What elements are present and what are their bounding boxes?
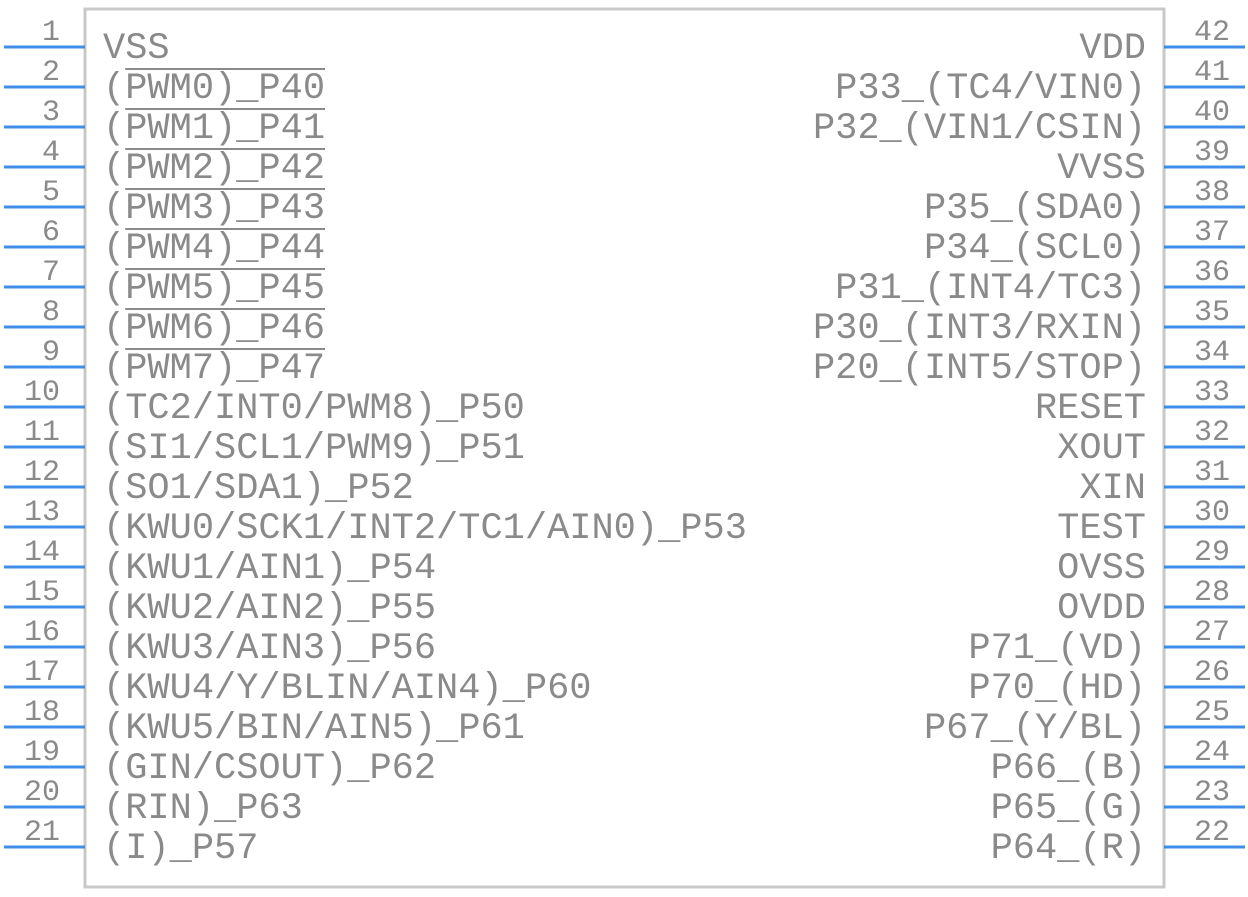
pin-15-number: 15 xyxy=(24,576,60,610)
pin-34-number: 34 xyxy=(1194,336,1230,370)
pin-25-label: P67_(Y/BL) xyxy=(924,708,1146,750)
pin-12-label: (SO1/SDA1)_P52 xyxy=(103,468,414,510)
pin-2-label: (PWM0)_P40 xyxy=(103,68,325,110)
pin-37-number: 37 xyxy=(1194,216,1230,250)
pin-33-number: 33 xyxy=(1194,376,1230,410)
pin-28-label: OVDD xyxy=(1057,588,1146,630)
pin-41-label: P33_(TC4/VIN0) xyxy=(835,68,1146,110)
pin-20-number: 20 xyxy=(24,776,60,810)
pin-11-label: (SI1/SCL1/PWM9)_P51 xyxy=(103,428,525,470)
pin-14-number: 14 xyxy=(24,536,60,570)
pin-18-label: (KWU5/BIN/AIN5)_P61 xyxy=(103,708,525,750)
pin-35-number: 35 xyxy=(1194,296,1230,330)
pin-18-number: 18 xyxy=(24,696,60,730)
pin-1-number: 1 xyxy=(42,16,60,50)
pin-13-label: (KWU0/SCK1/INT2/TC1/AIN0)_P53 xyxy=(103,508,747,550)
pin-29-label: OVSS xyxy=(1057,548,1146,590)
pin-3-label: (PWM1)_P41 xyxy=(103,108,325,150)
pin-2-number: 2 xyxy=(42,56,60,90)
pin-13-number: 13 xyxy=(24,496,60,530)
pin-12-number: 12 xyxy=(24,456,60,490)
pin-21-number: 21 xyxy=(24,816,60,850)
pin-36-label: P31_(INT4/TC3) xyxy=(835,268,1146,310)
pin-39-number: 39 xyxy=(1194,136,1230,170)
pin-30-number: 30 xyxy=(1194,496,1230,530)
pin-42-number: 42 xyxy=(1194,16,1230,50)
pin-24-number: 24 xyxy=(1194,736,1230,770)
pin-35-label: P30_(INT3/RXIN) xyxy=(813,308,1146,350)
pin-6-label: (PWM4)_P44 xyxy=(103,228,325,270)
pin-22-number: 22 xyxy=(1194,816,1230,850)
pin-31-label: XIN xyxy=(1079,468,1146,510)
pin-22-label: P64_(R) xyxy=(991,828,1146,870)
pin-37-label: P34_(SCL0) xyxy=(924,228,1146,270)
pin-26-number: 26 xyxy=(1194,656,1230,690)
pin-19-number: 19 xyxy=(24,736,60,770)
pin-21-label: (I)_P57 xyxy=(103,828,258,870)
pin-7-label: (PWM5)_P45 xyxy=(103,268,325,310)
pin-26-label: P70_(HD) xyxy=(968,668,1146,710)
pin-30-label: TEST xyxy=(1057,508,1146,550)
pin-16-number: 16 xyxy=(24,616,60,650)
pin-23-label: P65_(G) xyxy=(991,788,1146,830)
pin-17-number: 17 xyxy=(24,656,60,690)
pin-9-number: 9 xyxy=(42,336,60,370)
pin-5-number: 5 xyxy=(42,176,60,210)
pin-32-number: 32 xyxy=(1194,416,1230,450)
pin-40-label: P32_(VIN1/CSIN) xyxy=(813,108,1146,150)
pin-41-number: 41 xyxy=(1194,56,1230,90)
pin-15-label: (KWU2/AIN2)_P55 xyxy=(103,588,436,630)
pin-42-label: VDD xyxy=(1079,28,1146,70)
pin-32-label: XOUT xyxy=(1057,428,1146,470)
pin-1-label: VSS xyxy=(103,28,170,70)
pin-10-number: 10 xyxy=(24,376,60,410)
pin-31-number: 31 xyxy=(1194,456,1230,490)
pin-38-number: 38 xyxy=(1194,176,1230,210)
pin-40-number: 40 xyxy=(1194,96,1230,130)
pin-24-label: P66_(B) xyxy=(991,748,1146,790)
pin-8-number: 8 xyxy=(42,296,60,330)
pin-36-number: 36 xyxy=(1194,256,1230,290)
pin-3-number: 3 xyxy=(42,96,60,130)
pins-layer: 1 VSS 2 (PWM0)_P40 3 (PWM1)_P41 4 (PWM2)_P42 5 (P… xyxy=(4,16,1245,870)
pin-17-label: (KWU4/Y/BLIN/AIN4)_P60 xyxy=(103,668,591,710)
pin-38-label: P35_(SDA0) xyxy=(924,188,1146,230)
pin-6-number: 6 xyxy=(42,216,60,250)
pin-4-label: (PWM2)_P42 xyxy=(103,148,325,190)
pin-10-label: (TC2/INT0/PWM8)_P50 xyxy=(103,388,525,430)
pin-28-number: 28 xyxy=(1194,576,1230,610)
pin-16-label: (KWU3/AIN3)_P56 xyxy=(103,628,436,670)
pin-34-label: P20_(INT5/STOP) xyxy=(813,348,1146,390)
pin-23-number: 23 xyxy=(1194,776,1230,810)
pin-9-label: (PWM7)_P47 xyxy=(103,348,325,390)
pin-25-number: 25 xyxy=(1194,696,1230,730)
pin-27-label: P71_(VD) xyxy=(968,628,1146,670)
pin-19-label: (GIN/CSOUT)_P62 xyxy=(103,748,436,790)
ic-body xyxy=(83,7,1166,889)
pin-27-number: 27 xyxy=(1194,616,1230,650)
pin-7-number: 7 xyxy=(42,256,60,290)
pin-11-number: 11 xyxy=(24,416,60,450)
pin-8-label: (PWM6)_P46 xyxy=(103,308,325,350)
pin-29-number: 29 xyxy=(1194,536,1230,570)
pin-5-label: (PWM3)_P43 xyxy=(103,188,325,230)
pin-4-number: 4 xyxy=(42,136,60,170)
pin-33-label: RESET xyxy=(1035,388,1146,430)
pin-39-label: VVSS xyxy=(1057,148,1146,190)
pin-20-label: (RIN)_P63 xyxy=(103,788,303,830)
pin-14-label: (KWU1/AIN1)_P54 xyxy=(103,548,436,590)
